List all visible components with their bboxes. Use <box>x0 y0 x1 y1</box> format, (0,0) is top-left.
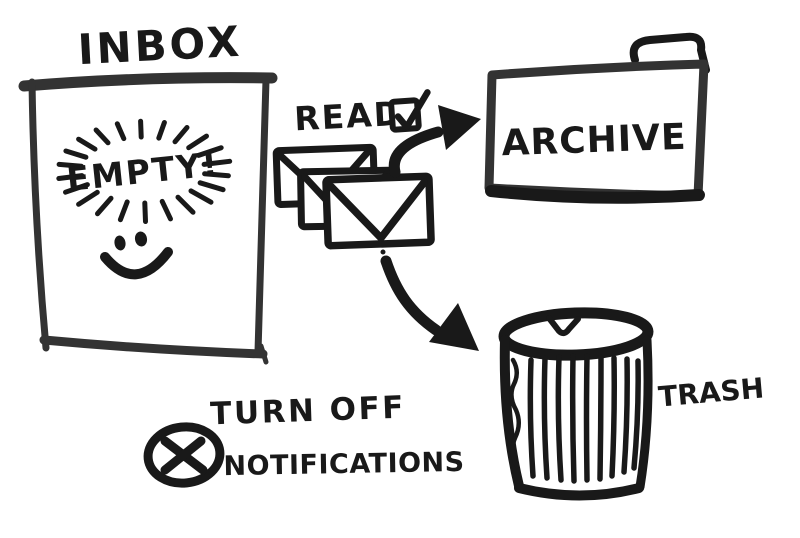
envelope-flap <box>327 178 428 242</box>
arrow-to-archive <box>388 105 481 178</box>
inbox-title: INBOX <box>77 17 244 75</box>
inbox-status-label: EMPTY! <box>65 144 221 199</box>
envelope-stack <box>272 143 435 255</box>
x-stroke <box>160 436 206 475</box>
arrow-shaft <box>380 255 442 336</box>
envelope-body <box>322 172 435 250</box>
checkmark-icon <box>394 89 431 131</box>
advice-line2: NOTIFICATIONS <box>223 447 465 482</box>
advice-group: TURN OFF NOTIFICATIONS <box>143 390 465 488</box>
inbox-box <box>18 72 278 365</box>
inbox-box-corner-tick <box>258 343 269 365</box>
smiley-mouth <box>100 247 173 280</box>
trash-rib <box>555 354 564 483</box>
inbox-box-right-edge <box>254 76 270 356</box>
burst-dash <box>188 188 214 205</box>
trash-rib <box>621 356 630 475</box>
inbox-box-top-edge <box>18 72 278 92</box>
burst-dash <box>56 173 85 181</box>
read-checkbox <box>388 89 431 133</box>
archive-label: ARCHIVE <box>501 117 687 164</box>
trash-rib <box>597 354 604 482</box>
trash-rib <box>527 357 536 479</box>
burst-dash <box>93 127 111 146</box>
trash-rib <box>569 353 577 484</box>
trash-shading-scribble <box>509 357 521 469</box>
x-circle-ring <box>143 422 225 488</box>
folder-tab <box>629 32 710 74</box>
trash-rib <box>631 358 641 471</box>
trash-right-side <box>635 335 653 492</box>
inbox-box-left-edge <box>28 78 50 352</box>
inbox-box-bottom-edge <box>39 335 268 359</box>
burst-dash <box>142 200 148 224</box>
empty-burst <box>56 118 233 224</box>
advice-line1: TURN OFF <box>210 390 407 433</box>
burst-dash <box>63 182 90 195</box>
burst-dash <box>197 180 226 193</box>
burst-dash <box>114 121 127 142</box>
x-circle-icon <box>143 422 225 488</box>
arrow-shaft <box>388 126 444 178</box>
folder-bottom-edge <box>485 185 705 204</box>
burst-dash <box>175 194 196 215</box>
archive-folder: ARCHIVE <box>484 32 710 204</box>
trash-rim-notch <box>546 315 581 337</box>
burst-dash <box>95 195 114 217</box>
trash-ribs <box>527 353 641 484</box>
burst-dash <box>56 161 84 169</box>
burst-dash <box>138 118 144 140</box>
arrow-head <box>438 105 481 150</box>
burst-dash <box>196 145 224 158</box>
arrow-head <box>429 303 479 351</box>
trash-label: TRASH <box>657 371 765 413</box>
trash-rib <box>541 355 550 481</box>
burst-dash <box>76 136 98 152</box>
burst-dash <box>63 148 89 160</box>
read-group: READ <box>293 89 431 139</box>
arrow-to-trash <box>380 255 479 351</box>
burst-dash <box>159 198 173 222</box>
burst-dash <box>201 158 233 167</box>
smiley-right-eye <box>134 231 148 247</box>
envelope-front <box>322 172 435 250</box>
inbox-group: INBOX EMPTY! <box>18 17 278 365</box>
burst-dash <box>202 171 231 179</box>
read-label: READ <box>293 94 404 139</box>
burst-dash <box>186 133 209 151</box>
ink-speck <box>380 249 386 255</box>
trash-rib <box>583 353 590 483</box>
burst-dash <box>76 189 100 207</box>
trash-can: TRASH <box>498 307 765 501</box>
smiley-face-icon <box>100 231 173 280</box>
trash-left-side <box>499 335 524 491</box>
burst-dash <box>172 125 190 145</box>
trash-rib <box>609 355 617 479</box>
burst-dash <box>117 199 130 223</box>
smiley-left-eye <box>114 235 126 251</box>
trash-bottom <box>514 483 644 501</box>
burst-dash <box>156 120 167 141</box>
